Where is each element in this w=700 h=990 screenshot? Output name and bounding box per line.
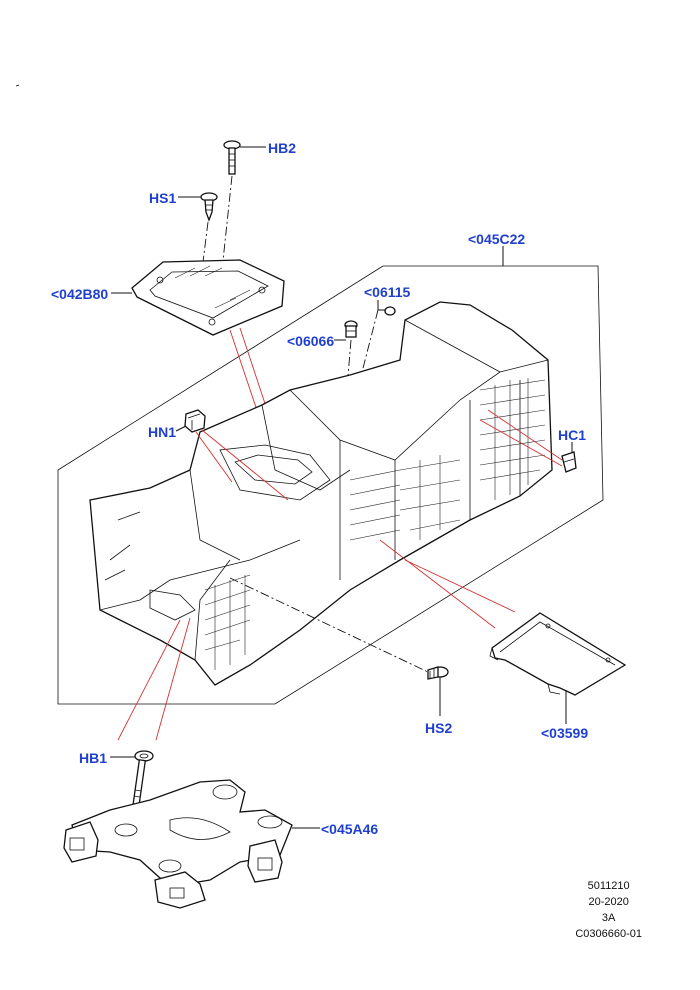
- callout-hb1[interactable]: HB1: [79, 750, 108, 766]
- nut-hn1[interactable]: [184, 409, 206, 433]
- 06115-axis: [361, 309, 379, 373]
- hs2-axis: [229, 577, 429, 673]
- base-bracket-045a46[interactable]: [63, 779, 293, 909]
- reference-line-4: C0306660-01: [575, 928, 642, 940]
- 06066-axis: [345, 339, 352, 401]
- callout-hb2[interactable]: HB2: [268, 140, 297, 156]
- hb1-red-leader-b: [155, 617, 191, 741]
- hn1-leader: [175, 425, 187, 432]
- callout-042b80[interactable]: <042B80: [51, 286, 109, 302]
- 03599-red-leader-b: [379, 539, 496, 629]
- clip-06115[interactable]: [378, 306, 396, 316]
- hn1-red-leader-b: [201, 429, 289, 501]
- hb1-red-leader-a: [117, 619, 181, 741]
- clip-hc1[interactable]: [561, 451, 577, 473]
- plug-06066[interactable]: [344, 320, 358, 338]
- callout-hs2[interactable]: HS2: [425, 720, 453, 736]
- hn1-red-leader-a: [195, 431, 233, 483]
- assembly-boundary-frame: [57, 265, 604, 705]
- callout-06066[interactable]: <06066: [287, 333, 335, 349]
- screw-hs1[interactable]: [200, 192, 218, 222]
- reference-line-3: 3A: [601, 912, 616, 924]
- callout-045c22[interactable]: <045C22: [468, 231, 526, 247]
- tray-bracket-042b80[interactable]: [131, 259, 285, 336]
- callout-06115[interactable]: <06115: [364, 284, 411, 300]
- hb2-axis: [221, 175, 233, 271]
- hc1-red-leader-b: [479, 419, 563, 467]
- corner-mark: [15, 84, 20, 87]
- reference-line-1: 5011210: [587, 880, 630, 892]
- callout-045a46[interactable]: <045A46: [321, 821, 379, 837]
- hc1-red-leader-a: [487, 409, 563, 461]
- screw-hs2[interactable]: [427, 666, 449, 680]
- hs1-axis: [202, 221, 209, 263]
- callout-hc1[interactable]: HC1: [558, 427, 587, 443]
- callout-hs1[interactable]: HS1: [149, 190, 177, 206]
- bolt-hb2[interactable]: [223, 140, 241, 175]
- console-body-045c22[interactable]: [89, 301, 553, 686]
- callout-03599[interactable]: <03599: [541, 725, 589, 741]
- callout-hn1[interactable]: HN1: [148, 424, 177, 440]
- 03599-red-leader-a: [404, 559, 516, 613]
- reference-block: 5011210 20-2020 3A C0306660-01: [575, 878, 642, 942]
- cover-plate-03599[interactable]: [489, 612, 627, 696]
- reference-line-2: 20-2020: [588, 896, 629, 908]
